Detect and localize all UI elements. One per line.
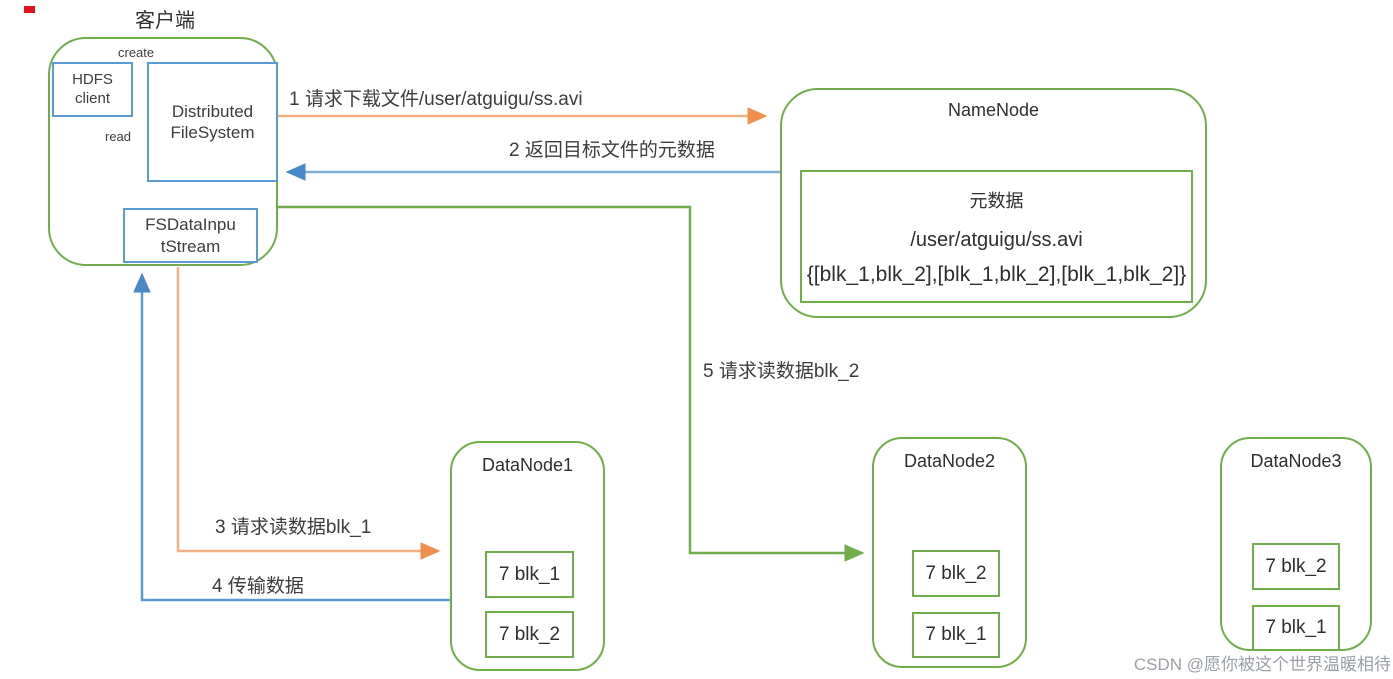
hdfs-client-label-line2: client — [74, 89, 111, 107]
datanode3-block-1: 7 blk_2 — [1252, 543, 1340, 590]
arrow-step3-read-blk1 — [176, 267, 441, 560]
fsdatainputstream-box: FSDataInpu tStream — [123, 208, 258, 263]
hdfs-client-box: HDFS client — [52, 62, 133, 117]
step4-label: 4 传输数据 — [212, 576, 304, 597]
datanode3-container: DataNode3 7 blk_2 7 blk_1 — [1220, 437, 1372, 651]
datanode2-block-1: 7 blk_2 — [912, 550, 1000, 597]
datanode2-block-2: 7 blk_1 — [912, 612, 1000, 658]
distributed-filesystem-label-line2: FileSystem — [170, 123, 255, 142]
step5-label: 5 请求读数据blk_2 — [703, 361, 860, 382]
metadata-blocks: {[blk_1,blk_2],[blk_1,blk_2],[blk_1,blk_… — [806, 263, 1187, 286]
metadata-box: 元数据 /user/atguigu/ss.avi {[blk_1,blk_2],… — [800, 170, 1193, 303]
datanode2-title: DataNode2 — [903, 451, 996, 471]
arrow-step4-transfer-data — [133, 272, 450, 602]
datanode2-container: DataNode2 7 blk_2 7 blk_1 — [872, 437, 1027, 668]
datanode1-title: DataNode1 — [481, 455, 574, 475]
metadata-path: /user/atguigu/ss.avi — [910, 229, 1083, 251]
metadata-title: 元数据 — [969, 191, 1024, 211]
create-label: create — [118, 45, 155, 60]
read-label: read — [105, 129, 132, 144]
datanode3-block-2: 7 blk_1 — [1252, 605, 1340, 651]
fsdatainputstream-label-line1: FSDataInpu — [145, 215, 236, 235]
step2-label: 2 返回目标文件的元数据 — [509, 140, 715, 161]
namenode-title: NameNode — [947, 100, 1040, 120]
datanode1-container: DataNode1 7 blk_1 7 blk_2 — [450, 441, 605, 671]
distributed-filesystem-label-line1: Distributed — [171, 101, 254, 121]
hdfs-client-label-line1: HDFS — [72, 70, 113, 88]
csdn-watermark: CSDN @愿你被这个世界温暖相待 — [1133, 655, 1391, 674]
datanode3-title: DataNode3 — [1250, 451, 1342, 471]
datanode1-block-1: 7 blk_1 — [485, 551, 574, 598]
datanode1-block-2: 7 blk_2 — [485, 611, 574, 658]
red-bullet-mark — [24, 6, 35, 13]
distributed-filesystem-box: Distributed FileSystem — [147, 62, 278, 182]
client-title: 客户端 — [135, 10, 195, 32]
fsdatainputstream-label-line2: tStream — [160, 236, 221, 256]
step1-label: 1 请求下载文件/user/atguigu/ss.avi — [289, 89, 583, 110]
step3-label: 3 请求读数据blk_1 — [215, 517, 372, 538]
